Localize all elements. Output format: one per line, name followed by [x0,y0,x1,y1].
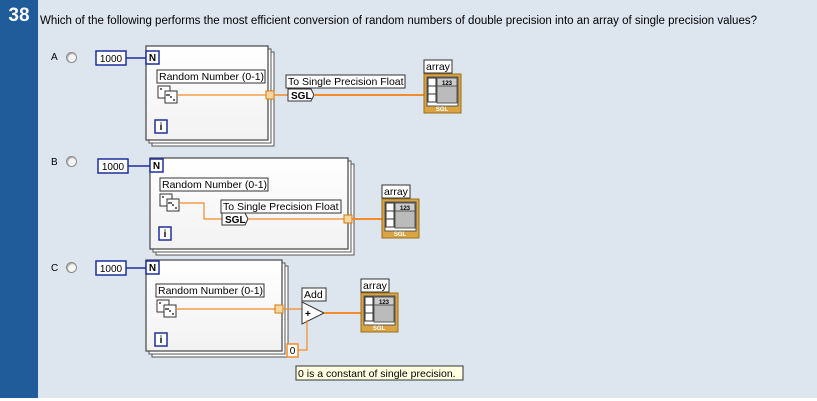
option-c-add-symbol: + [305,309,311,320]
option-c-constant-note-box [295,365,464,381]
option-a-dice-icon[interactable] [157,85,178,104]
option-b-radio[interactable] [66,156,77,167]
option-c-array-indicator[interactable] [360,292,399,333]
option-c-diagram: 1000 N Random Number (0-1) i Add [95,259,464,381]
option-a-array-indicator[interactable] [423,73,462,114]
option-b-tunnel[interactable] [343,214,353,224]
option-a-i-terminal [154,119,168,134]
option-c-indicator-label: array [363,280,388,292]
option-c-n-text: N [149,263,156,274]
option-b-n-text: N [153,161,160,172]
option-a-n-terminal[interactable] [145,50,160,65]
option-b-count-text: 1000 [102,162,125,173]
option-a-function-label-box [156,69,266,84]
option-b-function-label-box [159,177,269,192]
option-c-constant-text: 0 [290,346,296,357]
option-a-indicator-dtype: SGL [436,107,449,113]
option-a-sgl-text: SGL [291,91,312,102]
option-b-function-label: Random Number (0-1) [162,179,267,191]
option-b-array-indicator[interactable] [381,198,420,239]
option-b-n-terminal[interactable] [149,158,164,173]
option-b-conversion-label: To Single Precision Float [223,201,339,213]
option-a-conversion-label: To Single Precision Float [288,76,404,88]
option-b-indicator-label: array [384,186,409,198]
option-c-function-label: Random Number (0-1) [158,285,263,297]
option-a-sgl-node[interactable] [287,88,315,102]
option-b-indicator-type: 123 [400,206,411,212]
option-a-function-label: Random Number (0-1) [159,71,264,83]
option-c-count-text: 1000 [100,264,123,275]
option-b-letter: B [51,157,58,168]
question-number-bar: 38 [0,0,38,398]
option-c-dice-icon[interactable] [156,299,177,318]
option-a-i-text: i [160,122,163,133]
option-a-letter: A [51,52,58,63]
option-b-dice-icon[interactable] [159,193,180,212]
option-c-indicator-dtype: SGL [373,326,386,332]
option-b-diagram: 1000 N Random Number (0-1) To Single Pre… [97,157,420,256]
option-a-diagram: 1000 N Random Number (0-1) i [95,45,462,147]
option-b-indicator-label-box [381,184,411,199]
option-a-conversion-label-box [285,74,406,89]
option-c-add-node[interactable] [301,301,326,325]
option-c-add-label: Add [304,289,323,301]
option-a-n-text: N [149,53,156,64]
option-b-conversion-label-box [220,199,342,214]
option-a-tunnel[interactable] [265,90,275,100]
option-a-indicator-label-box [423,59,453,74]
option-a-indicator-label: array [426,61,451,73]
option-b-sgl-node[interactable] [221,212,249,226]
option-c-indicator-type: 123 [379,300,390,306]
option-b-i-terminal [158,226,172,241]
question-number: 38 [8,5,30,26]
option-c-radio[interactable] [66,262,77,273]
option-c-indicator-label-box [360,278,390,293]
option-c-n-terminal[interactable] [145,260,160,275]
option-c-i-terminal [154,332,168,347]
question-text: Which of the following performs the most… [40,15,757,27]
option-c-tunnel[interactable] [274,304,284,314]
option-b-sgl-text: SGL [225,215,246,226]
option-c-letter: C [51,263,59,274]
option-b-i-text: i [164,229,167,240]
option-a-radio[interactable] [66,52,77,63]
option-c-add-label-box [301,287,327,302]
option-c-function-label-box [155,283,265,298]
option-a-indicator-type: 123 [442,81,453,87]
option-c-i-text: i [160,335,163,346]
option-a-count-text: 1000 [100,54,123,65]
option-c-constant-note: 0 is a constant of single precision. [298,368,456,380]
option-b-indicator-dtype: SGL [394,232,407,238]
